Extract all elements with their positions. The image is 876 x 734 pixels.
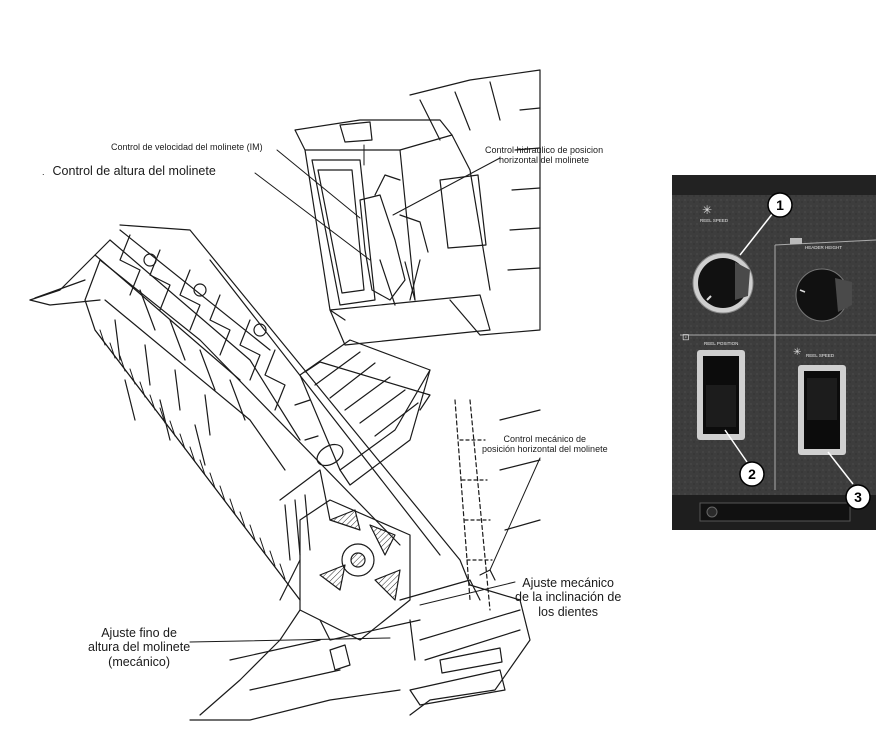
leader-lines (189, 144, 541, 643)
reel-position-text: REEL POSITION (704, 341, 738, 346)
mechanical-fore-aft-line-1: Control mecánico de (503, 434, 587, 444)
mechanical-fore-aft-label: Control mecánico de posición horizontal … (482, 434, 608, 455)
header-height-knob: HEADER HEIGHT (790, 238, 852, 322)
operator-cab (294, 119, 491, 346)
reel-speed-bottom-text: REEL SPEED (806, 353, 835, 358)
control-panel-photo: REEL SPEED ✳ HEADER HEIGHT REEL POSITION… (672, 175, 876, 530)
reel-height-control-label: . Control de altura del molinete (42, 164, 216, 178)
header-height-icon (790, 238, 802, 244)
combine-body (409, 69, 541, 611)
fine-height-adjust-label: Ajuste fino de altura del molinete (mecá… (88, 626, 190, 669)
reel-speed-control-label: Control de velocidad del molinete (IM) (111, 142, 263, 152)
callout-2-number: 2 (748, 466, 756, 482)
hydraulic-fore-aft-line-2: horizontal del molinete (499, 155, 590, 166)
tine-pitch-adjust-line-1: Ajuste mecánico (522, 576, 615, 590)
combine-illustration (29, 69, 541, 721)
header-height-text: HEADER HEIGHT (805, 245, 842, 250)
feeder-house (294, 339, 431, 486)
hydraulic-fore-aft-label: Control hidraulico de posicion horizonta… (485, 145, 603, 166)
tine-pitch-adjust-label: Ajuste mecánico de la inclinación de los… (515, 576, 621, 619)
callout-1-number: 1 (776, 197, 784, 213)
callout-1: 1 (739, 192, 793, 256)
tine-pitch-adjust-line-2: de la inclinación de (515, 590, 622, 605)
reel-speed-top-text: REEL SPEED (700, 218, 729, 223)
callout-2: 2 (724, 429, 765, 487)
reel-position-switch: REEL POSITION ⊡ (682, 333, 745, 440)
reel-position-icon: ⊡ (682, 333, 690, 343)
reel-speed-knob: REEL SPEED ✳ (692, 203, 754, 314)
left-crop-divider (29, 239, 111, 306)
reel-speed-symbol-icon: ✳ (702, 203, 712, 217)
callout-3: 3 (827, 451, 871, 510)
reel-height-control-text: Control de altura del molinete (52, 164, 216, 178)
callout-3-number: 3 (854, 489, 862, 505)
fine-height-adjust-line-2: altura del molinete (88, 640, 191, 655)
mechanical-fore-aft-line-2: posición horizontal del molinete (482, 444, 608, 455)
tine-pitch-adjust-line-3: los dientes (538, 604, 599, 619)
reel-speed-switch: REEL SPEED ✳ (793, 347, 846, 455)
reel (94, 229, 301, 471)
reel-drive (189, 469, 496, 721)
fine-height-adjust-line-1: Ajuste fino de (101, 626, 177, 640)
fine-height-adjust-line-3: (mecánico) (108, 654, 170, 669)
reel-speed-bottom-icon: ✳ (793, 347, 801, 358)
cutter-bar (94, 329, 301, 601)
bullet-mark: . (42, 167, 45, 177)
hydraulic-fore-aft-line-1: Control hidraulico de posicion (485, 145, 604, 155)
